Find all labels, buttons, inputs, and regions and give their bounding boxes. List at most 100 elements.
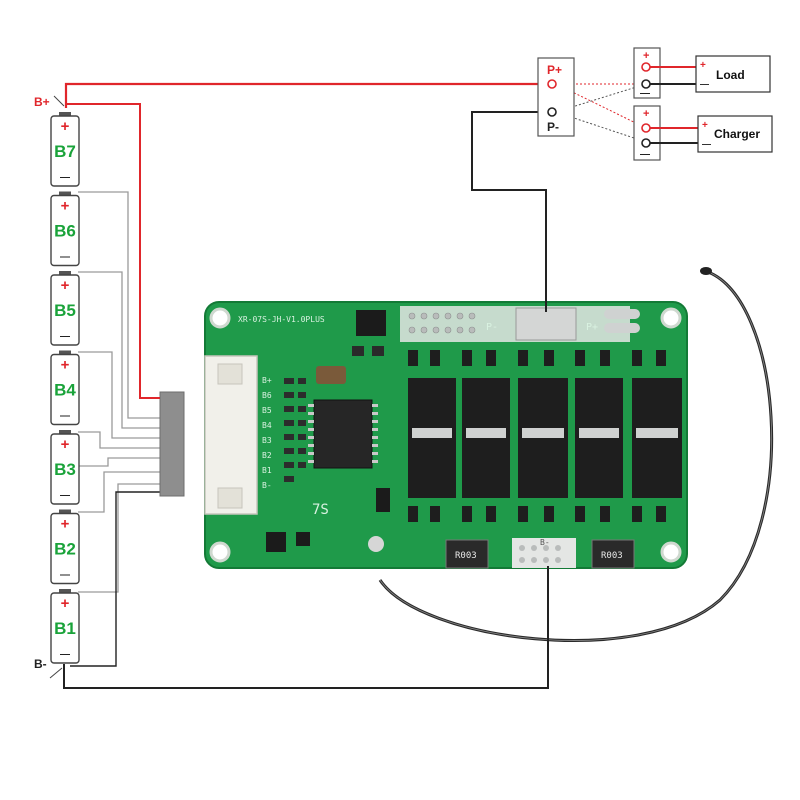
charger-label: Charger <box>714 127 760 141</box>
battery-cell: +B3— <box>50 430 80 505</box>
cell-plus-icon: + <box>61 436 70 453</box>
cell-cap <box>59 589 71 594</box>
charger-box <box>697 115 773 153</box>
load-box <box>695 55 771 93</box>
pin-label: B3 <box>262 436 272 445</box>
mounting-hole <box>660 541 682 563</box>
p-plus-label: P+ <box>547 63 562 77</box>
charger-positive-terminal[interactable] <box>641 123 651 133</box>
pin-label: B- <box>262 481 272 490</box>
board-model-label: XR-07S-JH-V1.0PLUS <box>238 315 325 324</box>
cell-minus-icon: — <box>60 172 70 183</box>
pin-label: B+ <box>262 376 272 385</box>
shunt-label: R003 <box>455 551 477 561</box>
load-positive-terminal[interactable] <box>641 62 651 72</box>
b-plus-arrow-icon <box>53 95 65 107</box>
cell-plus-icon: + <box>61 198 70 215</box>
pad-label-b-minus: B- <box>540 538 550 547</box>
svg-text:+: + <box>643 108 649 120</box>
battery-cell: + B7 — <box>50 112 80 187</box>
mosfet-array <box>408 350 682 522</box>
p-minus-terminal[interactable] <box>547 107 557 117</box>
bms-board: XR-07S-JH-V1.0PLUS P- P+ B+ B6 B5 B4 B3 … <box>204 301 688 569</box>
load-device: + — + — Load <box>633 47 771 99</box>
battery-cell: + B5 — <box>50 271 80 346</box>
cell-body <box>50 512 80 585</box>
battery-cell: + B1 — <box>50 589 80 664</box>
cell-label: B6 <box>54 222 76 241</box>
cell-label: B7 <box>54 142 76 161</box>
svg-text:+: + <box>643 50 649 62</box>
svg-text:—: — <box>640 149 650 160</box>
cell-plus-icon: + <box>61 118 70 135</box>
cell-plus-icon: + <box>61 516 70 533</box>
cell-body <box>50 194 80 267</box>
cell-minus-icon: — <box>60 570 70 581</box>
svg-text:—: — <box>700 79 709 89</box>
shunt-resistor <box>591 539 635 569</box>
cell-cap <box>59 112 71 117</box>
output-terminal-block <box>537 57 575 137</box>
pin-label: B2 <box>262 451 272 460</box>
svg-text:—: — <box>702 139 711 149</box>
shunt-label: R003 <box>601 551 623 561</box>
board-series-label: 7S <box>312 502 329 518</box>
pin-label: B6 <box>262 391 272 400</box>
svg-text:+: + <box>702 120 708 131</box>
svg-text:+: + <box>700 60 706 71</box>
battery-cell: +B2— <box>50 509 80 585</box>
battery-cell: + B4 — <box>50 350 80 426</box>
p-plus-terminal[interactable] <box>547 79 557 89</box>
cell-minus-icon: — <box>60 490 70 501</box>
mounting-hole <box>209 307 231 329</box>
cell-plus-icon: + <box>61 595 70 612</box>
battery-stack: +B7—+B6—+B5—+B4—+B3—+B2—+B1— <box>50 112 80 664</box>
pin-label: B1 <box>262 466 272 475</box>
cell-label: B5 <box>54 301 76 320</box>
charger-device: + — + — Charger <box>633 105 773 161</box>
load-negative-terminal[interactable] <box>641 79 651 89</box>
cell-body <box>50 274 80 346</box>
cell-body <box>50 433 80 505</box>
balance-wires <box>78 191 160 593</box>
pin-label: B5 <box>262 406 272 415</box>
pad-label-p-minus: P- <box>486 322 498 333</box>
mounting-hole <box>660 307 682 329</box>
b-minus-arrow-icon <box>49 667 63 679</box>
cell-minus-icon: — <box>60 331 70 342</box>
shunt-resistor <box>445 539 489 569</box>
load-label: Load <box>716 68 745 82</box>
bms-ic <box>313 399 373 469</box>
wire-b-minus <box>63 566 549 689</box>
connector-pin-labels: B+ B6 B5 B4 B3 B2 B1 B- <box>262 376 272 490</box>
balance-plug <box>159 391 185 497</box>
cell-label: B4 <box>54 381 76 400</box>
charger-negative-terminal[interactable] <box>641 138 651 148</box>
pad-label-p-plus: P+ <box>586 322 598 333</box>
pin-label: B4 <box>262 421 272 430</box>
b-plus-label: B+ <box>34 95 50 109</box>
mounting-hole <box>209 541 231 563</box>
balance-wire-b-minus <box>70 491 160 667</box>
cell-cap <box>59 509 71 515</box>
p-minus-label: P- <box>547 120 559 134</box>
cell-cap <box>59 191 71 197</box>
b-minus-label: B- <box>34 657 47 671</box>
cell-cap <box>59 430 71 435</box>
cell-body <box>50 115 80 187</box>
cell-plus-icon: + <box>61 357 70 374</box>
svg-text:—: — <box>640 88 650 99</box>
cell-minus-icon: — <box>60 411 70 422</box>
cell-body <box>50 353 80 426</box>
cell-plus-icon: + <box>61 277 70 294</box>
wire-p-minus <box>471 111 552 312</box>
wire-b-plus <box>64 82 552 108</box>
ntc-probe <box>700 267 712 275</box>
cell-body <box>50 592 80 664</box>
cell-cap <box>59 350 71 356</box>
wire-b-plus-balance <box>66 103 160 399</box>
cell-minus-icon: — <box>60 649 70 660</box>
cell-label: B1 <box>54 619 76 638</box>
